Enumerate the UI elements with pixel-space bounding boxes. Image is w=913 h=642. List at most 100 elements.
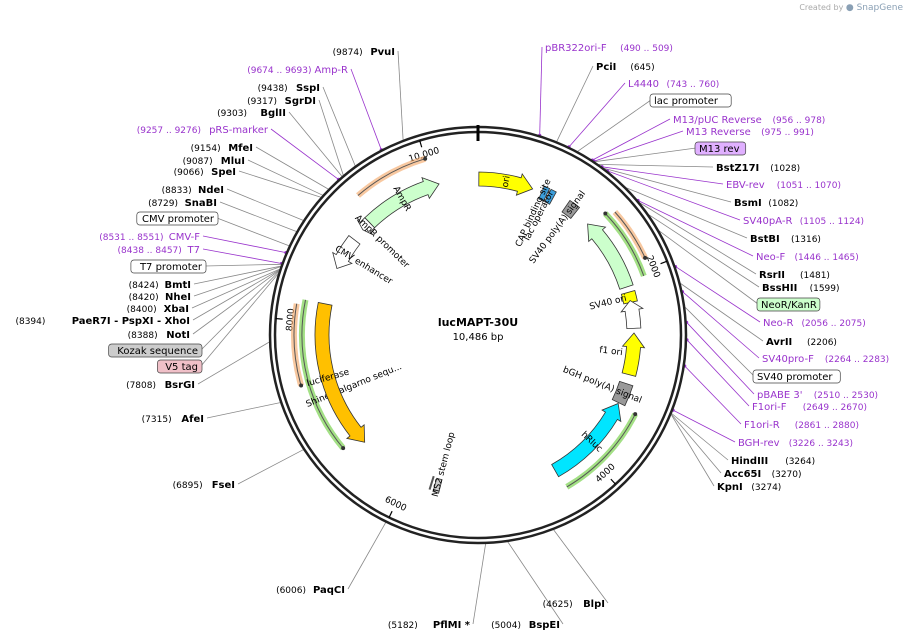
site-PciI[interactable]: PciI(645): [596, 62, 655, 73]
site-BstZ17I[interactable]: BstZ17I (1028): [716, 163, 800, 174]
AfeI-name: AfeI: [181, 414, 204, 425]
site-T7[interactable]: T7(8438 .. 8457): [118, 245, 200, 256]
Kozak-sequence-box: [108, 343, 203, 358]
site-MluI[interactable]: MluI(9087): [183, 156, 245, 167]
site-SV40-promoter[interactable]: SV40 promoter: [752, 369, 841, 384]
site-SpeI[interactable]: SpeI(9066): [174, 167, 236, 178]
NheI-coord: (8420): [129, 293, 159, 303]
site-HindIII[interactable]: HindIII(3264): [731, 456, 815, 467]
arc-hrluc-green-line: [566, 413, 636, 488]
site-M13-Reverse[interactable]: M13 Reverse(975 .. 991): [686, 127, 814, 138]
site-Amp-R[interactable]: Amp-R(9674 .. 9693): [247, 65, 348, 76]
site-SspI[interactable]: SspI(9438): [258, 83, 320, 94]
leader-M13-Reverse: [593, 130, 684, 162]
Neo-R-coord: (2056 .. 2075): [802, 319, 866, 329]
tick-mark: [419, 140, 423, 148]
site-NotI[interactable]: NotI(8388): [128, 330, 190, 341]
site-BsmI[interactable]: BsmI(1082): [734, 198, 798, 209]
site-CMV-promoter[interactable]: CMV promoter: [136, 211, 219, 226]
site-BGH-rev[interactable]: BGH-rev(3226 .. 3243): [738, 438, 853, 449]
site-L4440[interactable]: L4440(743 .. 760): [628, 79, 719, 90]
site-EBV-rev[interactable]: EBV-rev(1051 .. 1070): [726, 180, 841, 191]
site-M13-rev[interactable]: M13 rev: [694, 141, 747, 156]
leader-pBR322ori-F: [539, 46, 543, 136]
pBABE-3-name: pBABE 3': [757, 390, 803, 401]
leader-M13-pUC-Reverse: [592, 118, 671, 161]
PaeR7I-PspXI-XhoI-name: PaeR7I - PspXI - XhoI: [72, 316, 190, 327]
site-PvuI[interactable]: PvuI(9874): [333, 47, 395, 58]
site-AvrII[interactable]: AvrII(2206): [766, 337, 837, 348]
site-RsrII[interactable]: RsrII(1481): [759, 270, 830, 281]
leader-SpeI: [238, 170, 322, 198]
site-V5-tag[interactable]: V5 tag: [157, 359, 203, 374]
credit-text: Created by: [799, 3, 844, 12]
BstBI-name: BstBI: [750, 234, 780, 245]
site-BsrGI[interactable]: BsrGI(7808): [126, 380, 195, 391]
marker-bottom-1: [428, 475, 435, 490]
SnaBI-name: SnaBI: [185, 198, 217, 209]
site-Neo-R[interactable]: Neo-R (2056 .. 2075): [763, 318, 866, 329]
site-BssHII[interactable]: BssHII(1599): [762, 283, 840, 294]
site-labels: pBR322ori-F(490 .. 509) PciI(645) L4440(74…: [15, 43, 889, 631]
CMV-F-coord: (8531 .. 8551): [99, 233, 163, 243]
site-F1ori-R[interactable]: F1ori-R(2861 .. 2880): [744, 420, 859, 431]
site-BlpI[interactable]: BlpI(4625): [543, 599, 605, 610]
T7-name: T7: [187, 245, 200, 256]
Neo-F-coord: (1446 .. 1465): [795, 253, 859, 263]
F1ori-F-coord: (2649 .. 2670): [803, 403, 867, 413]
site-Acc65I[interactable]: Acc65I(3270): [724, 469, 802, 480]
site-NdeI[interactable]: NdeI(8833): [162, 185, 224, 196]
site-BstBI[interactable]: BstBI(1316): [750, 234, 821, 245]
PaqCI-name: PaqCI: [313, 585, 345, 596]
feature-hrluc: hRluc: [551, 402, 622, 478]
site-PaeR7I-PspXI-XhoI[interactable]: PaeR7I - PspXI - XhoI(8394): [15, 316, 190, 327]
leader-BstZ17I: [598, 164, 714, 168]
site-pRS-marker[interactable]: pRS-marker(9257 .. 9276): [137, 125, 269, 136]
BssHII-coord: (1599): [810, 284, 840, 294]
site-pBR322ori-F[interactable]: pBR322ori-F(490 .. 509): [545, 43, 673, 54]
site-AfeI[interactable]: AfeI(7315): [142, 414, 204, 425]
BmtI-name: BmtI: [164, 280, 191, 291]
site-SV40pA-R[interactable]: SV40pA-R(1105 .. 1124): [743, 216, 864, 227]
site-XbaI[interactable]: XbaI(8400): [127, 304, 189, 315]
site-PaqCI[interactable]: PaqCI(6006): [276, 585, 345, 596]
site-PflMI[interactable]: PflMI *(5182): [388, 620, 471, 631]
BspEI-coord: (5004): [491, 621, 521, 631]
BstZ17I-coord: (1028): [770, 164, 800, 174]
SV40pA-R-name: SV40pA-R: [743, 216, 792, 227]
lac-promoter-box: [649, 93, 732, 108]
site-M13-pUC-Reverse[interactable]: M13/pUC Reverse(956 .. 978): [673, 115, 825, 126]
site-BglII[interactable]: BglII(9303): [217, 108, 286, 119]
site-KpnI[interactable]: KpnI(3274): [717, 482, 781, 493]
BstZ17I-name: BstZ17I: [716, 163, 759, 174]
F1ori-R-name: F1ori-R: [744, 420, 780, 431]
site-MfeI[interactable]: MfeI(9154): [191, 143, 253, 154]
site-CMV-F[interactable]: CMV-F(8531 .. 8551): [99, 232, 200, 243]
leader-MfeI: [255, 146, 329, 190]
site-SV40pro-F[interactable]: SV40pro-F(2264 .. 2283): [762, 354, 889, 365]
MluI-name: MluI: [221, 156, 245, 167]
CMV-promoter-name: CMV promoter: [142, 214, 215, 225]
site-lac-promoter[interactable]: lac promoter: [649, 93, 732, 108]
site-pBABE-3[interactable]: pBABE 3'(2510 .. 2530): [757, 390, 878, 401]
site-SgrDI[interactable]: SgrDI(9317): [247, 96, 316, 107]
leader-FseI: [237, 449, 304, 485]
site-F1ori-F[interactable]: F1ori-F(2649 .. 2670): [752, 402, 867, 413]
NeoR-KanR-box: [756, 297, 821, 312]
site-NeoR-KanR[interactable]: NeoR/KanR: [756, 297, 821, 312]
leader-NeoR-KanR: [658, 230, 759, 305]
site-Neo-F[interactable]: Neo-F(1446 .. 1465): [756, 252, 859, 263]
site-Kozak-sequence[interactable]: Kozak sequence: [108, 343, 203, 358]
site-NheI[interactable]: NheI(8420): [129, 292, 191, 303]
site-BmtI[interactable]: BmtI(8424): [129, 280, 191, 291]
leader-pBABE-3: [686, 322, 755, 395]
site-T7-promoter[interactable]: T7 promoter: [130, 259, 207, 274]
site-BspEI[interactable]: BspEI(5004): [491, 620, 560, 631]
leader-CMV-F: [202, 235, 286, 253]
Neo-R-name: Neo-R: [763, 318, 794, 329]
site-SnaBI[interactable]: SnaBI(8729): [148, 198, 217, 209]
feature-f1-ori: f1 ori: [599, 332, 646, 377]
site-FseI[interactable]: FseI(6895): [173, 480, 235, 491]
snapgene-credit: Created by ● SnapGene: [799, 3, 903, 13]
